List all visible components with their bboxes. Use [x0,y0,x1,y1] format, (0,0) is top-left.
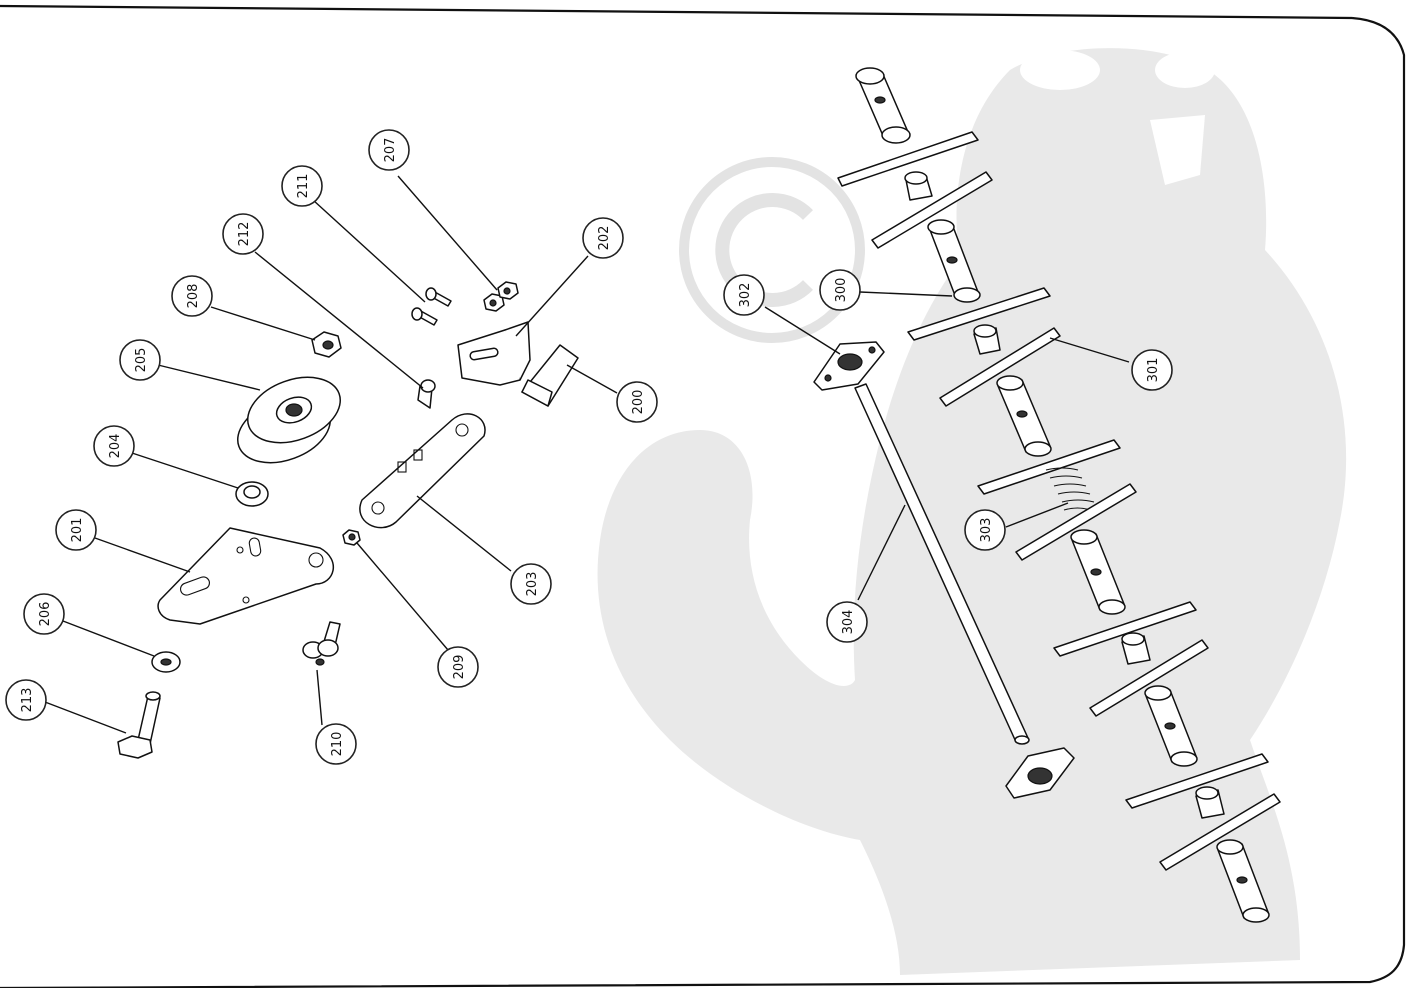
callout-213: 213 [5,679,47,721]
svg-text:213: 213 [20,688,35,713]
svg-text:300: 300 [834,278,849,303]
blade [1089,639,1209,717]
svg-text:205: 205 [134,348,149,373]
bushing [1070,529,1126,615]
svg-text:206: 206 [38,602,53,627]
svg-text:209: 209 [452,655,467,680]
part-204-spacer [235,481,269,507]
svg-text:302: 302 [738,283,753,308]
svg-text:301: 301 [1146,358,1161,383]
callout-210: 210 [315,723,357,765]
blade [1015,483,1137,561]
blade [837,131,979,187]
part-202-bracket [457,321,531,386]
bushing [973,324,1001,355]
svg-text:204: 204 [108,434,123,459]
svg-text:304: 304 [841,610,856,635]
blade-stack [837,67,1281,923]
callout-301: 301 [1131,349,1173,391]
bushing [1121,632,1151,665]
callout-208: 208 [171,275,213,317]
callout-304: 304 [826,601,868,643]
part-201-plate [157,527,335,625]
leader-lines [44,175,1130,734]
part-210-stud [302,621,341,666]
callout-300: 300 [819,269,861,311]
callout-201: 201 [55,509,97,551]
bushing [1216,839,1270,923]
blade [1159,793,1281,871]
sheet-frame [0,4,1406,988]
svg-text:211: 211 [296,174,311,199]
bushing [904,171,933,201]
svg-text:210: 210 [330,732,345,757]
svg-text:200: 200 [631,390,646,415]
callout-207: 207 [368,129,410,171]
callout-303: 303 [964,509,1006,551]
beaver-watermark [597,48,1347,975]
bushing [996,375,1052,457]
part-303-spring [1045,467,1095,511]
part-200-block [521,344,579,407]
callout-209: 209 [437,646,479,688]
part-205-pulley [236,376,342,464]
part-212-bolt [417,379,436,409]
part-304-shaft [854,383,1030,745]
part-209-nut [342,529,361,546]
callout-203: 203 [510,563,552,605]
copyright-watermark [679,157,865,343]
blade [907,287,1051,341]
part-302-bearing [813,341,885,391]
bushing [1195,786,1225,819]
svg-text:208: 208 [186,284,201,309]
callout-212: 212 [222,213,264,255]
bushing [927,219,981,303]
callout-206: 206 [23,593,65,635]
svg-text:202: 202 [597,226,612,251]
bushing [1144,685,1198,767]
callout-211: 211 [281,165,323,207]
part-211-screws [411,287,452,326]
svg-text:303: 303 [979,518,994,543]
svg-text:201: 201 [70,518,85,543]
callout-200: 200 [616,381,658,423]
part-lower-bearing [1005,747,1075,799]
blade [871,171,993,249]
blade [939,327,1061,407]
part-203-plate [359,413,486,529]
blade [1125,753,1269,809]
part-207-nuts [483,281,519,312]
callout-204: 204 [93,425,135,467]
part-206-washer [151,651,181,673]
svg-text:203: 203 [525,572,540,597]
part-208-locknut [311,331,342,358]
part-213-bolt [117,691,161,759]
callout-302: 302 [723,274,765,316]
blade [977,439,1121,495]
callout-202: 202 [582,217,624,259]
bushing [855,67,911,144]
callout-205: 205 [119,339,161,381]
svg-text:207: 207 [383,138,398,163]
blade [1053,601,1197,657]
svg-text:212: 212 [237,222,252,247]
